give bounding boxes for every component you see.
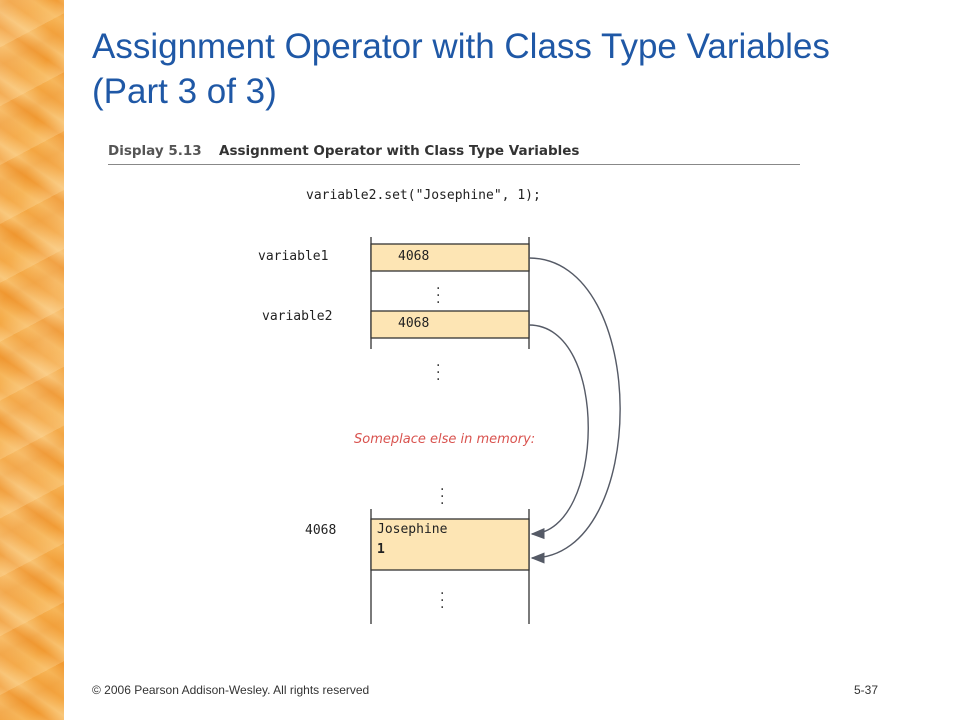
variable2-cell xyxy=(370,310,530,339)
arrow-variable2-to-object xyxy=(528,324,589,540)
variable1-cell xyxy=(370,243,530,272)
variable1-label: variable1 xyxy=(258,249,329,264)
variable2-label: variable2 xyxy=(262,309,333,324)
footer-copyright: © 2006 Pearson Addison-Wesley. All right… xyxy=(92,683,370,697)
display-divider xyxy=(108,164,800,165)
variable2-value: 4068 xyxy=(398,316,430,331)
object-name-value: Josephine xyxy=(377,522,448,537)
ellipsis-icon: ··· xyxy=(436,281,441,311)
arrow-variable1-to-object xyxy=(528,257,621,564)
ellipsis-icon: ··· xyxy=(440,482,445,512)
slide-title-line1: Assignment Operator with Class Type Vari… xyxy=(92,27,830,66)
variable1-value: 4068 xyxy=(398,249,430,264)
display-number: Display 5.13 xyxy=(108,143,202,159)
footer-page-number: 5-37 xyxy=(854,683,879,697)
address-label: 4068 xyxy=(305,523,337,538)
code-statement: variable2.set("Josephine", 1); xyxy=(306,188,541,203)
ellipsis-icon: ··· xyxy=(436,358,441,388)
slide-title: Assignment Operator with Class Type Vari… xyxy=(92,24,942,114)
object-cell xyxy=(370,518,530,571)
memory-note: Someplace else in memory: xyxy=(354,432,536,447)
object-number-value: 1 xyxy=(377,542,385,557)
slide-title-line2: (Part 3 of 3) xyxy=(92,72,277,111)
ellipsis-icon: ··· xyxy=(440,586,445,616)
display-title: Assignment Operator with Class Type Vari… xyxy=(219,143,580,159)
decorative-side-band xyxy=(0,0,64,720)
